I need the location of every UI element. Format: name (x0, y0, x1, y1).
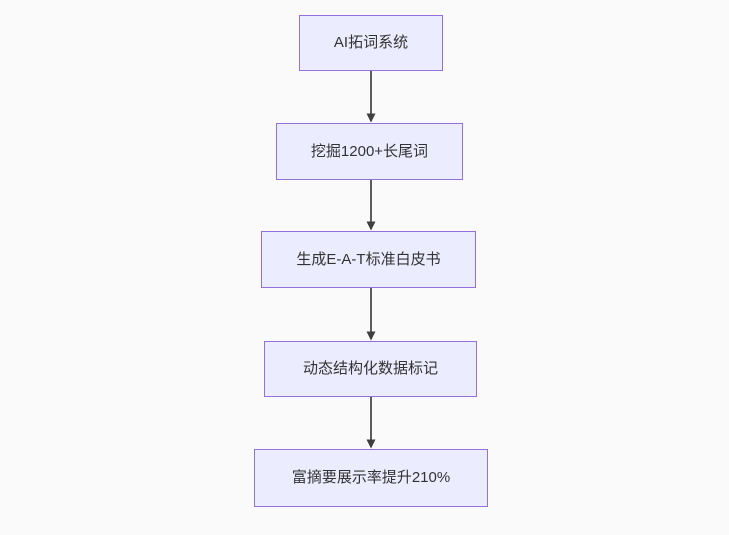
flow-node-eat-whitepaper: 生成E-A-T标准白皮书 (261, 231, 476, 288)
flow-node-label: 挖掘1200+长尾词 (310, 142, 429, 160)
flow-node-label: 富摘要展示率提升210% (291, 469, 451, 486)
flow-node-structured-data: 动态结构化数据标记 (264, 341, 477, 397)
flow-node-longtail-mining: 挖掘1200+长尾词 (276, 123, 463, 180)
flow-node-label: 生成E-A-T标准白皮书 (296, 250, 441, 268)
flow-node-label: 动态结构化数据标记 (302, 360, 438, 377)
flow-node-rich-snippet-result: 富摘要展示率提升210% (254, 449, 488, 507)
flow-node-ai-word-system: AI拓词系统 (299, 15, 443, 71)
flow-node-label: AI拓词系统 (333, 34, 409, 51)
